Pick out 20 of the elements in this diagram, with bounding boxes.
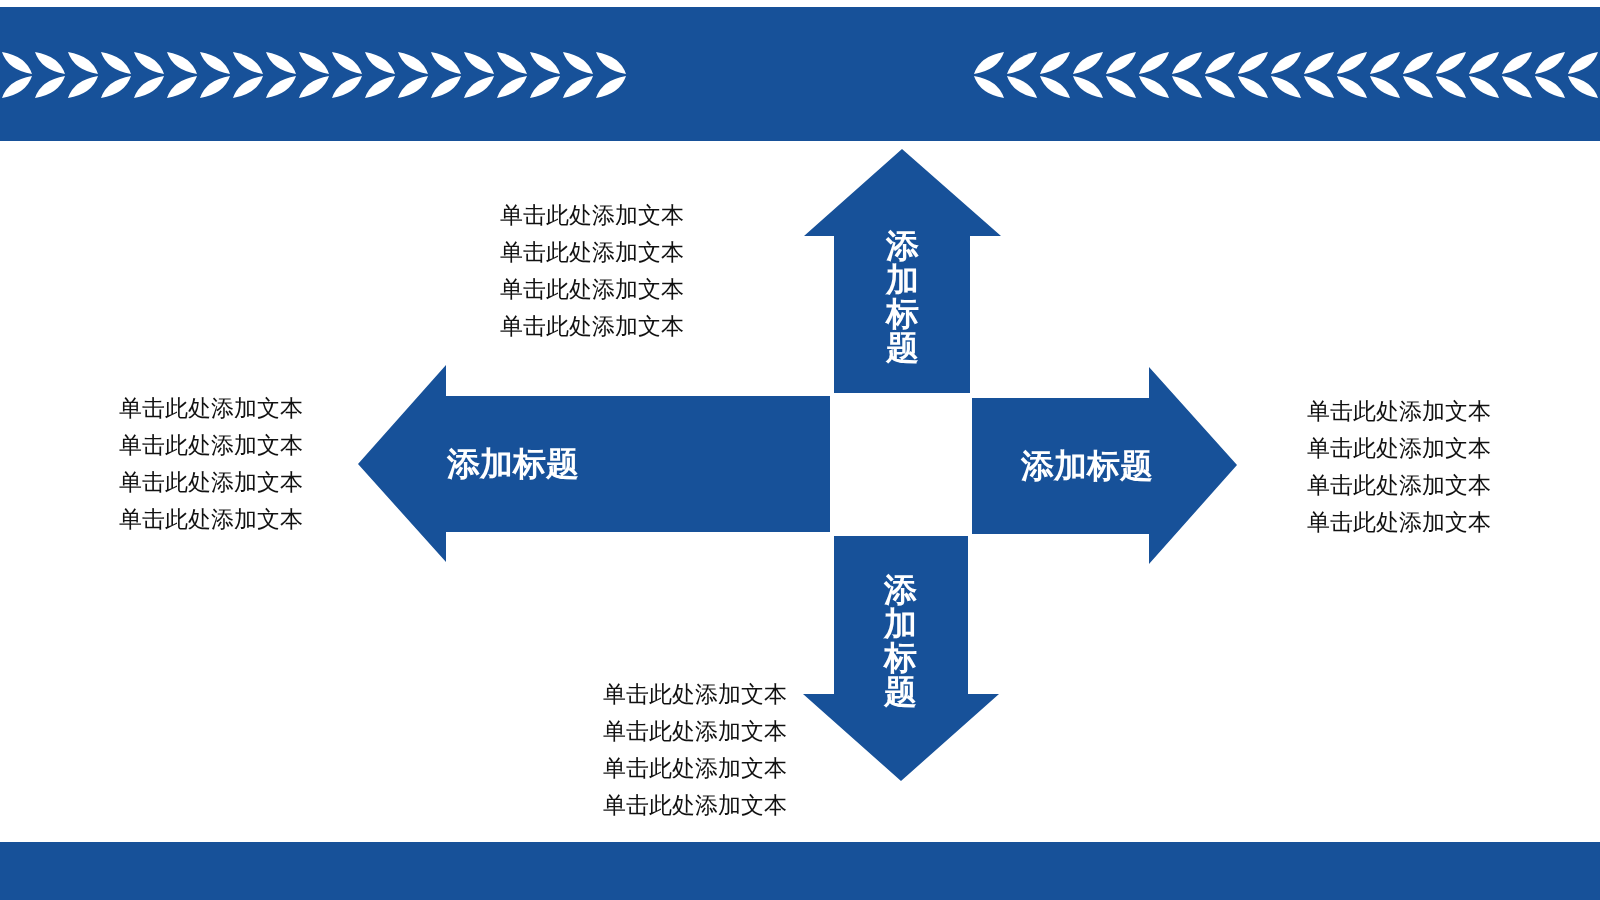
body-text: 单击此处添加文本 — [603, 754, 787, 783]
body-text: 单击此处添加文本 — [119, 394, 303, 423]
body-text: 单击此处添加文本 — [1307, 471, 1491, 500]
body-text: 单击此处添加文本 — [1307, 434, 1491, 463]
body-text: 单击此处添加文本 — [119, 431, 303, 460]
arrow-title: 添加标题 — [1021, 449, 1153, 483]
body-text: 单击此处添加文本 — [1307, 397, 1491, 426]
arrow-title: 添加标题 — [885, 229, 919, 365]
arrow-title: 添加标题 — [883, 573, 917, 709]
body-text: 单击此处添加文本 — [500, 201, 684, 230]
body-text: 单击此处添加文本 — [500, 238, 684, 267]
arrow-title: 添加标题 — [447, 447, 579, 481]
body-text: 单击此处添加文本 — [119, 505, 303, 534]
body-text: 单击此处添加文本 — [603, 791, 787, 820]
body-text: 单击此处添加文本 — [500, 312, 684, 341]
body-text: 单击此处添加文本 — [1307, 508, 1491, 537]
body-text: 单击此处添加文本 — [500, 275, 684, 304]
body-text: 单击此处添加文本 — [603, 680, 787, 709]
body-text: 单击此处添加文本 — [119, 468, 303, 497]
body-text: 单击此处添加文本 — [603, 717, 787, 746]
